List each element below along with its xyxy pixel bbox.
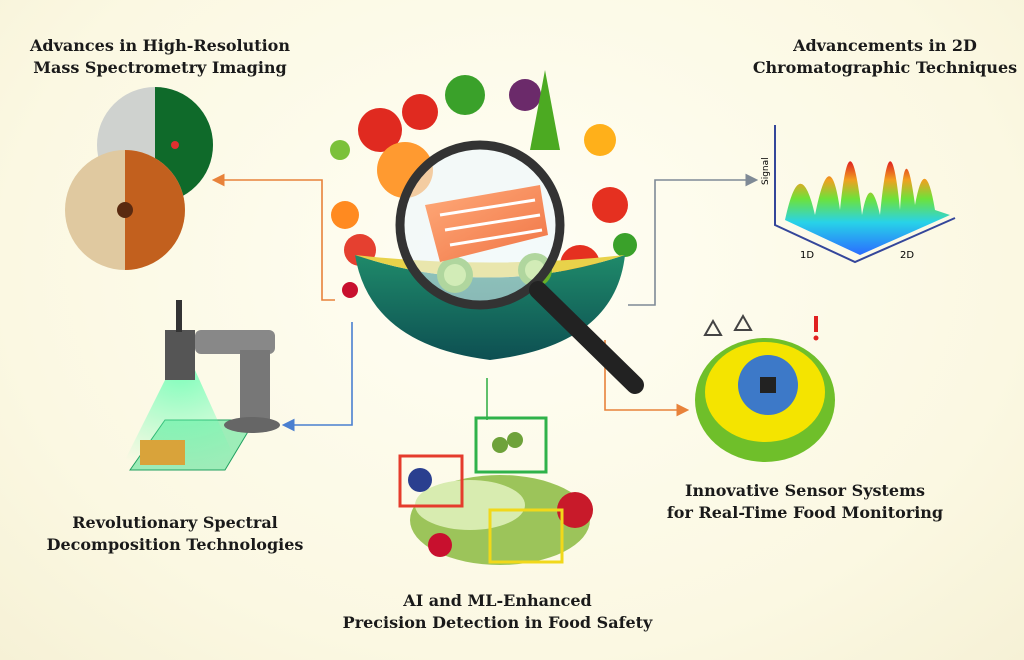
connector-chromatography xyxy=(628,173,759,306)
mass-spec-imaging-illustration xyxy=(65,87,213,270)
title-line: Advances in High-Resolution xyxy=(30,36,290,55)
title-ai-ml: AI and ML-Enhanced Precision Detection i… xyxy=(310,590,685,634)
title-line: AI and ML-Enhanced xyxy=(403,591,592,610)
title-line: Decomposition Technologies xyxy=(46,535,304,554)
title-mass-spec: Advances in High-Resolution Mass Spectro… xyxy=(5,35,315,79)
chromatogram-3d-chart: Signal 1D 2D xyxy=(761,125,956,264)
title-line: Advancements in 2D xyxy=(793,36,977,55)
chart-y-label: Signal xyxy=(761,157,771,185)
title-line: Mass Spectrometry Imaging xyxy=(33,58,287,77)
spectral-camera-illustration xyxy=(120,300,280,471)
chart-x2-label: 2D xyxy=(900,250,914,261)
chart-x1-label: 1D xyxy=(800,250,814,261)
magnifying-glass-icon xyxy=(395,140,644,394)
title-line: Chromatographic Techniques xyxy=(752,58,1018,77)
title-spectral: Revolutionary Spectral Decomposition Tec… xyxy=(25,512,325,556)
title-chromatography: Advancements in 2D Chromatographic Techn… xyxy=(740,35,1024,79)
title-line: Revolutionary Spectral xyxy=(72,513,278,532)
sensor-avocado-illustration xyxy=(695,313,835,462)
title-line: for Real-Time Food Monitoring xyxy=(666,503,944,522)
ai-detection-illustration xyxy=(398,416,593,565)
title-line: Innovative Sensor Systems xyxy=(684,481,925,500)
title-line: Precision Detection in Food Safety xyxy=(342,613,653,632)
title-sensor: Innovative Sensor Systems for Real-Time … xyxy=(645,480,965,524)
connector-spectral xyxy=(281,322,353,432)
connector-mass-spec xyxy=(211,173,335,301)
